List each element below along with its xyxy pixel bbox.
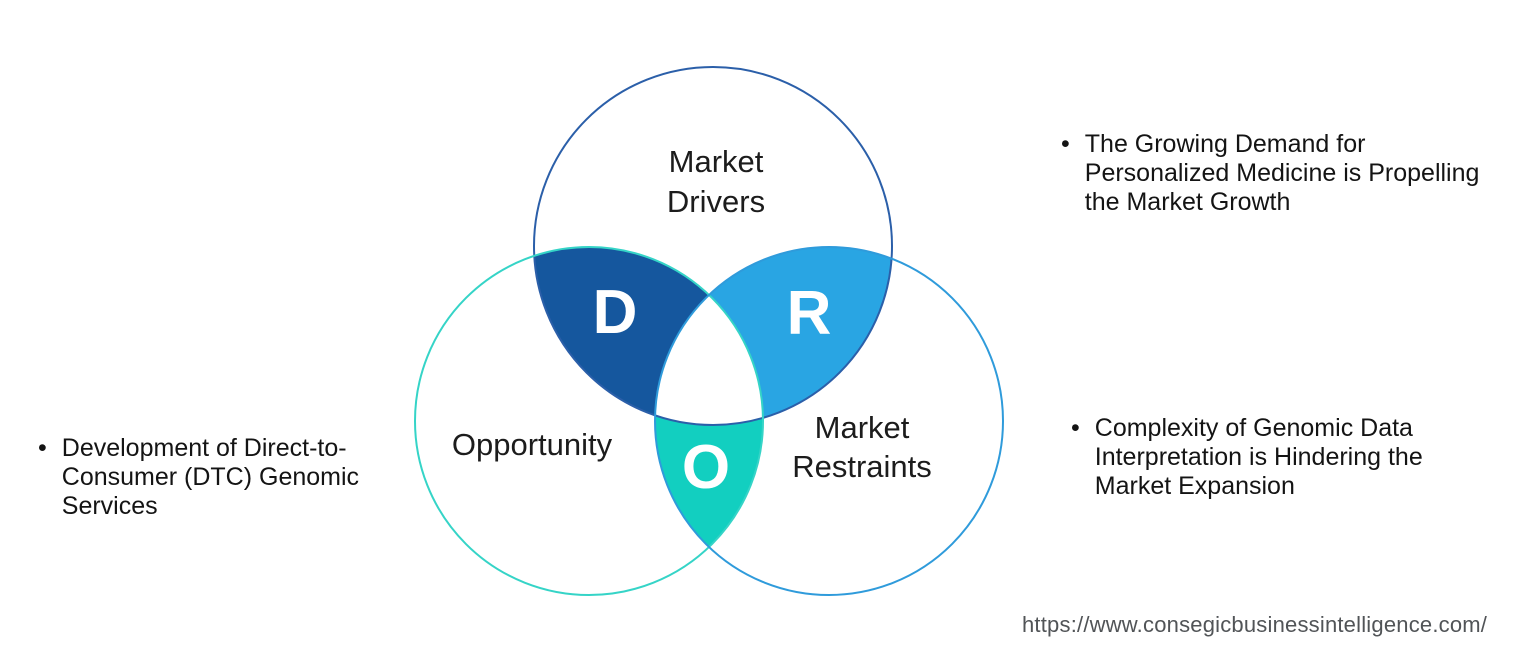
driver-bullet-line3: the Market Growth (1084, 188, 1291, 216)
bullet-icon: • (38, 434, 47, 462)
driver-bullet-line1: The Growing Demand for (1084, 130, 1366, 158)
restraint-bullet-line2: Interpretation is Hindering the (1094, 443, 1423, 471)
opportunity-circle-outline (414, 246, 764, 596)
bullet-icon: • (1061, 130, 1070, 158)
opportunity-bullet-line1: Development of Direct-to- (61, 434, 347, 462)
bullet-icon: • (1071, 414, 1080, 442)
restraints-label-line2: Restraints (792, 449, 932, 484)
opportunity-label: Opportunity (452, 427, 613, 462)
driver-bullet-line2: Personalized Medicine is Propelling (1084, 159, 1480, 187)
restraints-letter: R (787, 279, 832, 348)
restraint-bullet-line1: Complexity of Genomic Data (1094, 414, 1413, 442)
opportunity-bullet-line2: Consumer (DTC) Genomic (61, 463, 360, 491)
restraints-label-line1: Market (815, 410, 910, 445)
driver-bullet-item: • The Growing Demand for Personalized Me… (1061, 130, 1479, 217)
drivers-label-line2: Drivers (667, 184, 765, 219)
drivers-label-line1: Market (669, 144, 764, 179)
opportunity-letter: O (682, 433, 730, 502)
drivers-circle-outline (533, 66, 893, 426)
restraint-bullet-line3: Market Expansion (1094, 472, 1295, 500)
restraint-bullet-item: • Complexity of Genomic Data Interpretat… (1071, 414, 1423, 501)
restraints-circle-outline (654, 246, 1004, 596)
opportunity-bullet-line3: Services (61, 492, 158, 520)
opportunity-bullet-item: • Development of Direct-to- Consumer (DT… (38, 434, 359, 521)
source-url: https://www.consegicbusinessintelligence… (1022, 612, 1488, 637)
drivers-letter: D (593, 278, 638, 347)
